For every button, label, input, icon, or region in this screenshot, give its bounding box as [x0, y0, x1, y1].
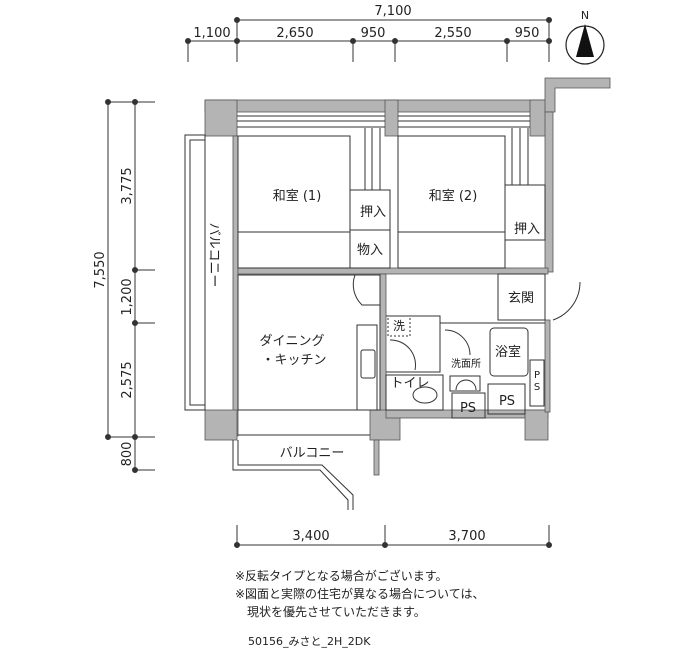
- balcony-left: バルコニー: [206, 223, 221, 288]
- dim-top-4: 2,550: [434, 26, 471, 41]
- dim-left-total: 7,550: [93, 251, 108, 288]
- north-compass-icon: N: [565, 9, 605, 65]
- dim-left-4: 800: [120, 442, 135, 467]
- dim-bottom-2: 3,700: [448, 529, 485, 544]
- room-monoire: 物入: [357, 243, 383, 258]
- windows-and-walls-lines: [184, 115, 581, 510]
- walls: [204, 77, 611, 476]
- dimension-labels: 7,100 1,100 2,650 950 2,550 950 7,550 3,…: [93, 4, 539, 544]
- dimension-lines: [105, 17, 552, 548]
- room-labels: 和室 (1) 和室 (2) 押入 物入 押入 玄関 ダイニング ・キッチン 洗 …: [206, 188, 540, 461]
- dim-top-5: 950: [515, 26, 540, 41]
- dim-left-3: 2,575: [120, 361, 135, 398]
- ps-1: PS: [460, 401, 476, 416]
- note-1: ※反転タイプとなる場合がございます。: [235, 569, 448, 583]
- room-dk-line1: ダイニング: [259, 334, 324, 349]
- note-3: 現状を優先させていただきます。: [235, 605, 426, 619]
- svg-text:N: N: [581, 9, 589, 22]
- ps-2: PS: [499, 394, 515, 409]
- dim-top-3: 950: [361, 26, 386, 41]
- dim-left-1: 3,775: [120, 167, 135, 204]
- dim-top-2: 2,650: [276, 26, 313, 41]
- balcony-bottom: バルコニー: [280, 446, 345, 461]
- room-dk-line2: ・キッチン: [261, 353, 326, 368]
- room-washitsu-1: 和室 (1): [273, 188, 322, 204]
- room-toilet: トイレ: [390, 376, 429, 391]
- room-washitsu-2: 和室 (2): [429, 188, 478, 204]
- room-genkan: 玄関: [508, 291, 534, 306]
- room-washroom: 洗面所: [451, 358, 481, 370]
- dim-bottom-1: 3,400: [292, 529, 329, 544]
- plan-code: 50156_みさと_2H_2DK: [248, 635, 371, 648]
- note-2: ※図面と実際の住宅が異なる場合については、: [235, 587, 485, 601]
- dim-left-2: 1,200: [120, 278, 135, 315]
- room-oshiire-2: 押入: [514, 222, 540, 237]
- dim-top-total: 7,100: [374, 4, 411, 19]
- washer-space: 洗: [393, 319, 405, 333]
- dim-top-1: 1,100: [193, 26, 230, 41]
- room-bathroom: 浴室: [495, 344, 521, 360]
- room-oshiire-1: 押入: [360, 205, 386, 220]
